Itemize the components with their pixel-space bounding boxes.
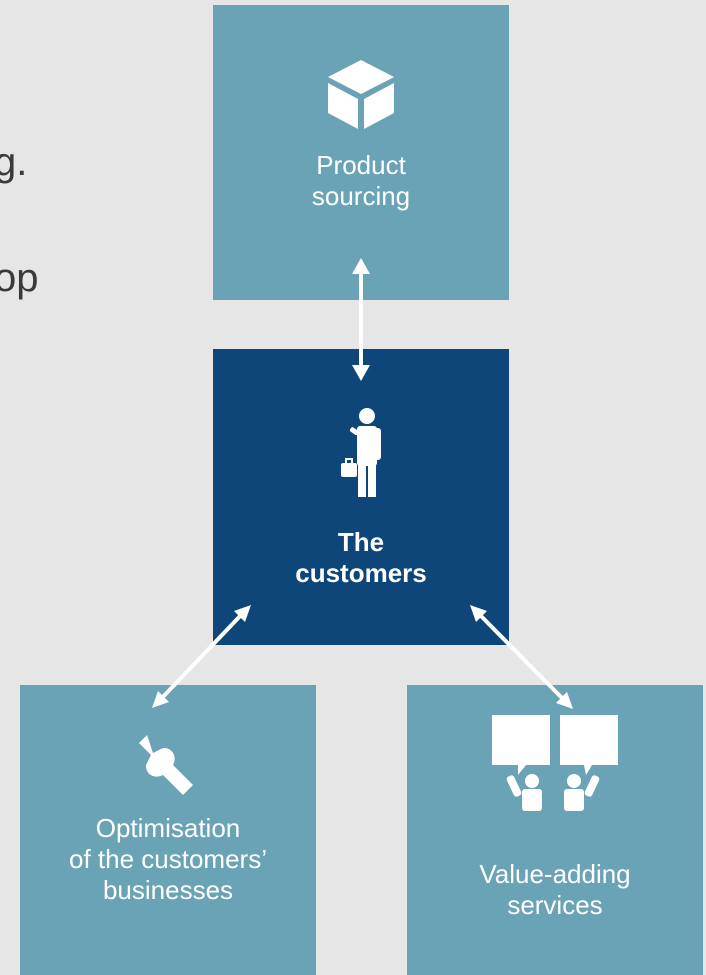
businessman-icon <box>341 408 381 497</box>
customers-label: The customers <box>295 527 427 588</box>
arrow-customers-optimisation <box>152 605 251 708</box>
optimisation-box: Optimisation of the customers’ businesse… <box>20 685 316 975</box>
speech-bubbles-people-icon <box>492 715 618 811</box>
cropped-text-line-1: g. <box>0 140 28 184</box>
optimisation-label: Optimisation of the customers’ businesse… <box>69 813 267 905</box>
arrow-customers-value-adding <box>470 605 573 709</box>
wrench-icon <box>139 735 193 795</box>
product-sourcing-label: Product sourcing <box>311 150 411 211</box>
arrow-sourcing-customers <box>352 258 370 381</box>
cropped-text-line-2: op <box>0 256 39 300</box>
value-adding-box: Value-adding services <box>407 685 703 975</box>
customers-box: The customers <box>213 349 509 645</box>
value-adding-label: Value-adding services <box>479 859 631 920</box>
box-icon <box>328 60 394 129</box>
product-sourcing-box: Product sourcing <box>213 5 509 300</box>
